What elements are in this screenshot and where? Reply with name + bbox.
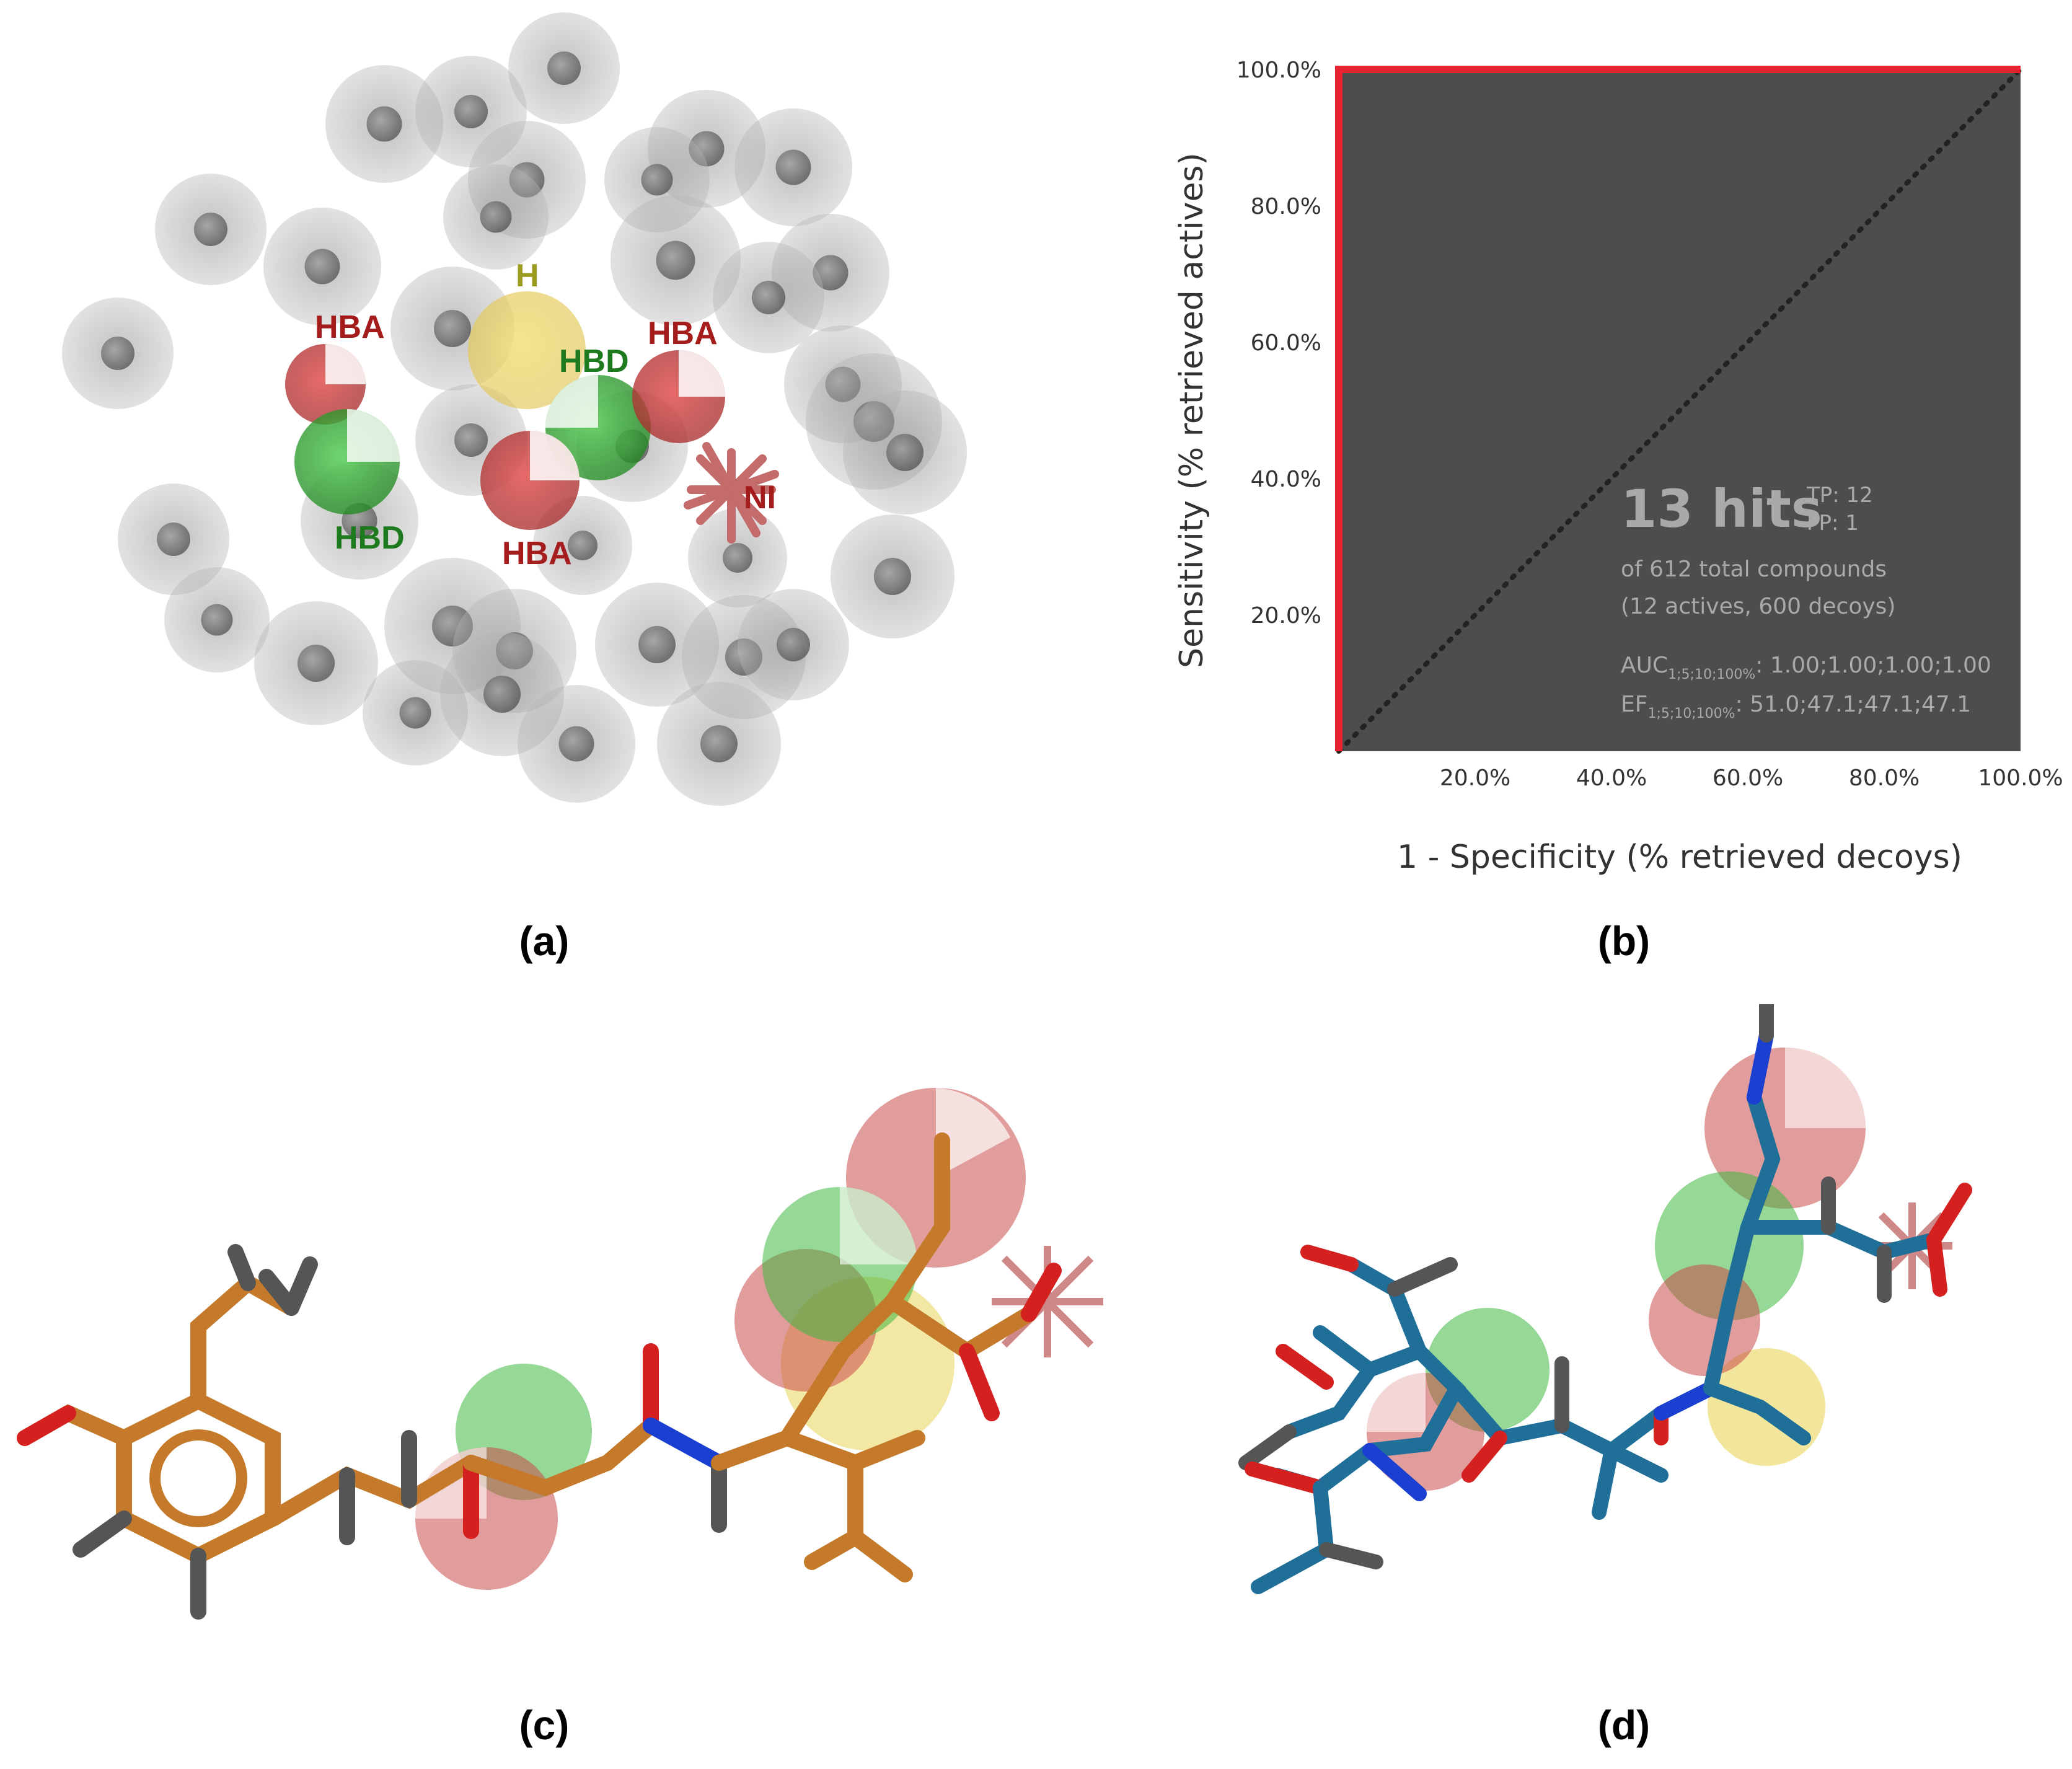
- hits-count: 13 hits: [1621, 479, 1822, 539]
- ligand-d-bonds: [1238, 1004, 1972, 1594]
- x-tick-label: 60.0%: [1713, 765, 1783, 791]
- exclusion-volume-core: [723, 543, 752, 573]
- feature-spheres: [285, 291, 779, 544]
- exclusion-volume-core: [777, 628, 810, 661]
- exclusion-volume-core: [547, 51, 581, 85]
- label-ni: NI: [744, 480, 776, 516]
- exclusion-volume-core: [656, 240, 695, 280]
- exclusion-volume-core: [775, 149, 811, 185]
- roc-summary: 13 hits TP: 12 FP: 1 of 612 total compou…: [1621, 479, 1991, 721]
- x-tick-label: 100.0%: [1978, 765, 2063, 791]
- y-tick-label: 60.0%: [1251, 330, 1321, 356]
- roc-curve-series: [1335, 66, 2021, 751]
- caption-b: (b): [1597, 918, 1651, 964]
- actives-decoys: (12 actives, 600 decoys): [1621, 594, 1895, 619]
- exclusion-volume-core: [454, 95, 488, 128]
- exclusion-volumes: [62, 12, 967, 806]
- exclusion-volume-core: [558, 726, 594, 762]
- exclusion-volume-core: [752, 281, 785, 314]
- tp-count: TP: 12: [1806, 483, 1873, 508]
- caption-d: (d): [1597, 1702, 1651, 1748]
- exclusion-volume-core: [101, 337, 134, 370]
- roc-x-axis-label: 1 - Specificity (% retrieved decoys): [1397, 839, 1962, 876]
- label-hbd-left: HBD: [335, 520, 405, 556]
- x-tick-label: 20.0%: [1440, 765, 1510, 791]
- roc-curve-line: [1335, 66, 2021, 751]
- roc-diagonal: [1336, 67, 2023, 754]
- hba-sphere: [1649, 1264, 1760, 1376]
- exclusion-volume-core: [194, 213, 227, 246]
- exclusion-volume-core: [874, 558, 911, 595]
- exclusion-volume-core: [568, 531, 597, 560]
- negative-ionizable-star: [684, 442, 779, 544]
- y-tick-label: 40.0%: [1251, 467, 1321, 492]
- ligand-c-bonds: [17, 1132, 1062, 1620]
- fp-count: FP: 1: [1807, 511, 1859, 536]
- exclusion-volume-core: [454, 423, 488, 457]
- ligand-c-overlay-image: [17, 1088, 1103, 1620]
- y-tick-label: 80.0%: [1251, 194, 1321, 219]
- negative-ionizable-star: [992, 1246, 1103, 1357]
- ef-line: EF1;5;10;100%: 51.0;47.1;47.1;47.1: [1621, 692, 1971, 721]
- exclusion-volume-core: [201, 604, 233, 636]
- hydrophobic-sphere: [468, 291, 586, 409]
- label-hba-left: HBA: [315, 309, 385, 345]
- roc-x-ticks: 20.0% 40.0% 60.0% 80.0% 100.0%: [1440, 765, 2063, 791]
- exclusion-volume-core: [399, 697, 431, 729]
- roc-y-axis-label: Sensitivity (% retrieved actives): [1173, 152, 1210, 668]
- ligand-d-overlay-image: [1238, 1004, 1972, 1594]
- exclusion-volume-core: [304, 249, 340, 285]
- exclusion-volume-core: [700, 725, 738, 762]
- exclusion-volume-core: [641, 164, 673, 196]
- y-tick-label: 20.0%: [1251, 603, 1321, 629]
- auc-line: AUC1;5;10;100%: 1.00;1.00;1.00;1.00: [1621, 653, 1991, 682]
- exclusion-volume-core: [638, 626, 676, 663]
- exclusion-volume-core: [434, 310, 471, 347]
- exclusion-volume-core: [366, 106, 402, 142]
- label-hba-right: HBA: [648, 315, 718, 351]
- roc-curve-chart: 20.0% 40.0% 60.0% 80.0% 100.0% 20.0% 40.0% 60.…: [1173, 58, 2063, 876]
- exclusion-volume-core: [298, 645, 335, 682]
- y-tick-label: 100.0%: [1237, 58, 1321, 83]
- exclusion-volume-core: [483, 676, 521, 713]
- total-compounds: of 612 total compounds: [1621, 557, 1887, 582]
- feature-labels: HBA H HBA HBD HBD HBA NI: [315, 258, 776, 571]
- label-hba-bottom: HBA: [502, 536, 572, 571]
- exclusion-volume-core: [157, 523, 190, 556]
- label-h: H: [516, 258, 539, 294]
- exclusion-volume-core: [480, 201, 512, 233]
- label-hbd-center: HBD: [559, 343, 629, 379]
- random-classifier-diagonal: [1336, 67, 2023, 754]
- caption-a: (a): [519, 918, 570, 964]
- x-tick-label: 40.0%: [1576, 765, 1647, 791]
- x-tick-label: 80.0%: [1849, 765, 1920, 791]
- roc-y-ticks: 20.0% 40.0% 60.0% 80.0% 100.0%: [1237, 58, 1321, 629]
- exclusion-volume-core: [886, 434, 924, 471]
- caption-c: (c): [519, 1702, 570, 1748]
- pharmacophore-model-image: HBA H HBA HBD HBD HBA NI: [62, 12, 967, 806]
